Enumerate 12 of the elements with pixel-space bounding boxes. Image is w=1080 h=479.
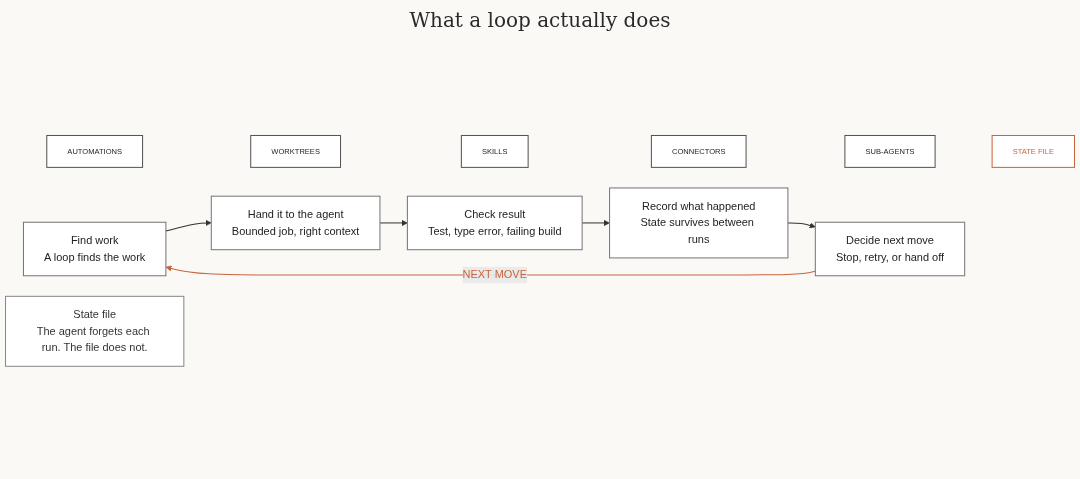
node-box: State file The agent forgets each run. The file does not. [5, 295, 185, 367]
arrow [165, 220, 212, 232]
arrow [165, 265, 816, 276]
diagram-title: What a loop actually does [408, 8, 672, 32]
edge-label: NEXT MOVE [462, 269, 527, 281]
node-box: Record what happened State survives between runs [609, 187, 789, 259]
node-box: Check result Test, type error, failing build [406, 195, 583, 251]
node-box: Decide next move Stop, retry, or hand off [814, 221, 966, 277]
node-box: Hand it to the agent Bounded job, right context [210, 195, 381, 251]
node-box: Find work A loop finds the work [22, 221, 167, 277]
arrow [787, 222, 816, 229]
arrow [379, 220, 408, 227]
